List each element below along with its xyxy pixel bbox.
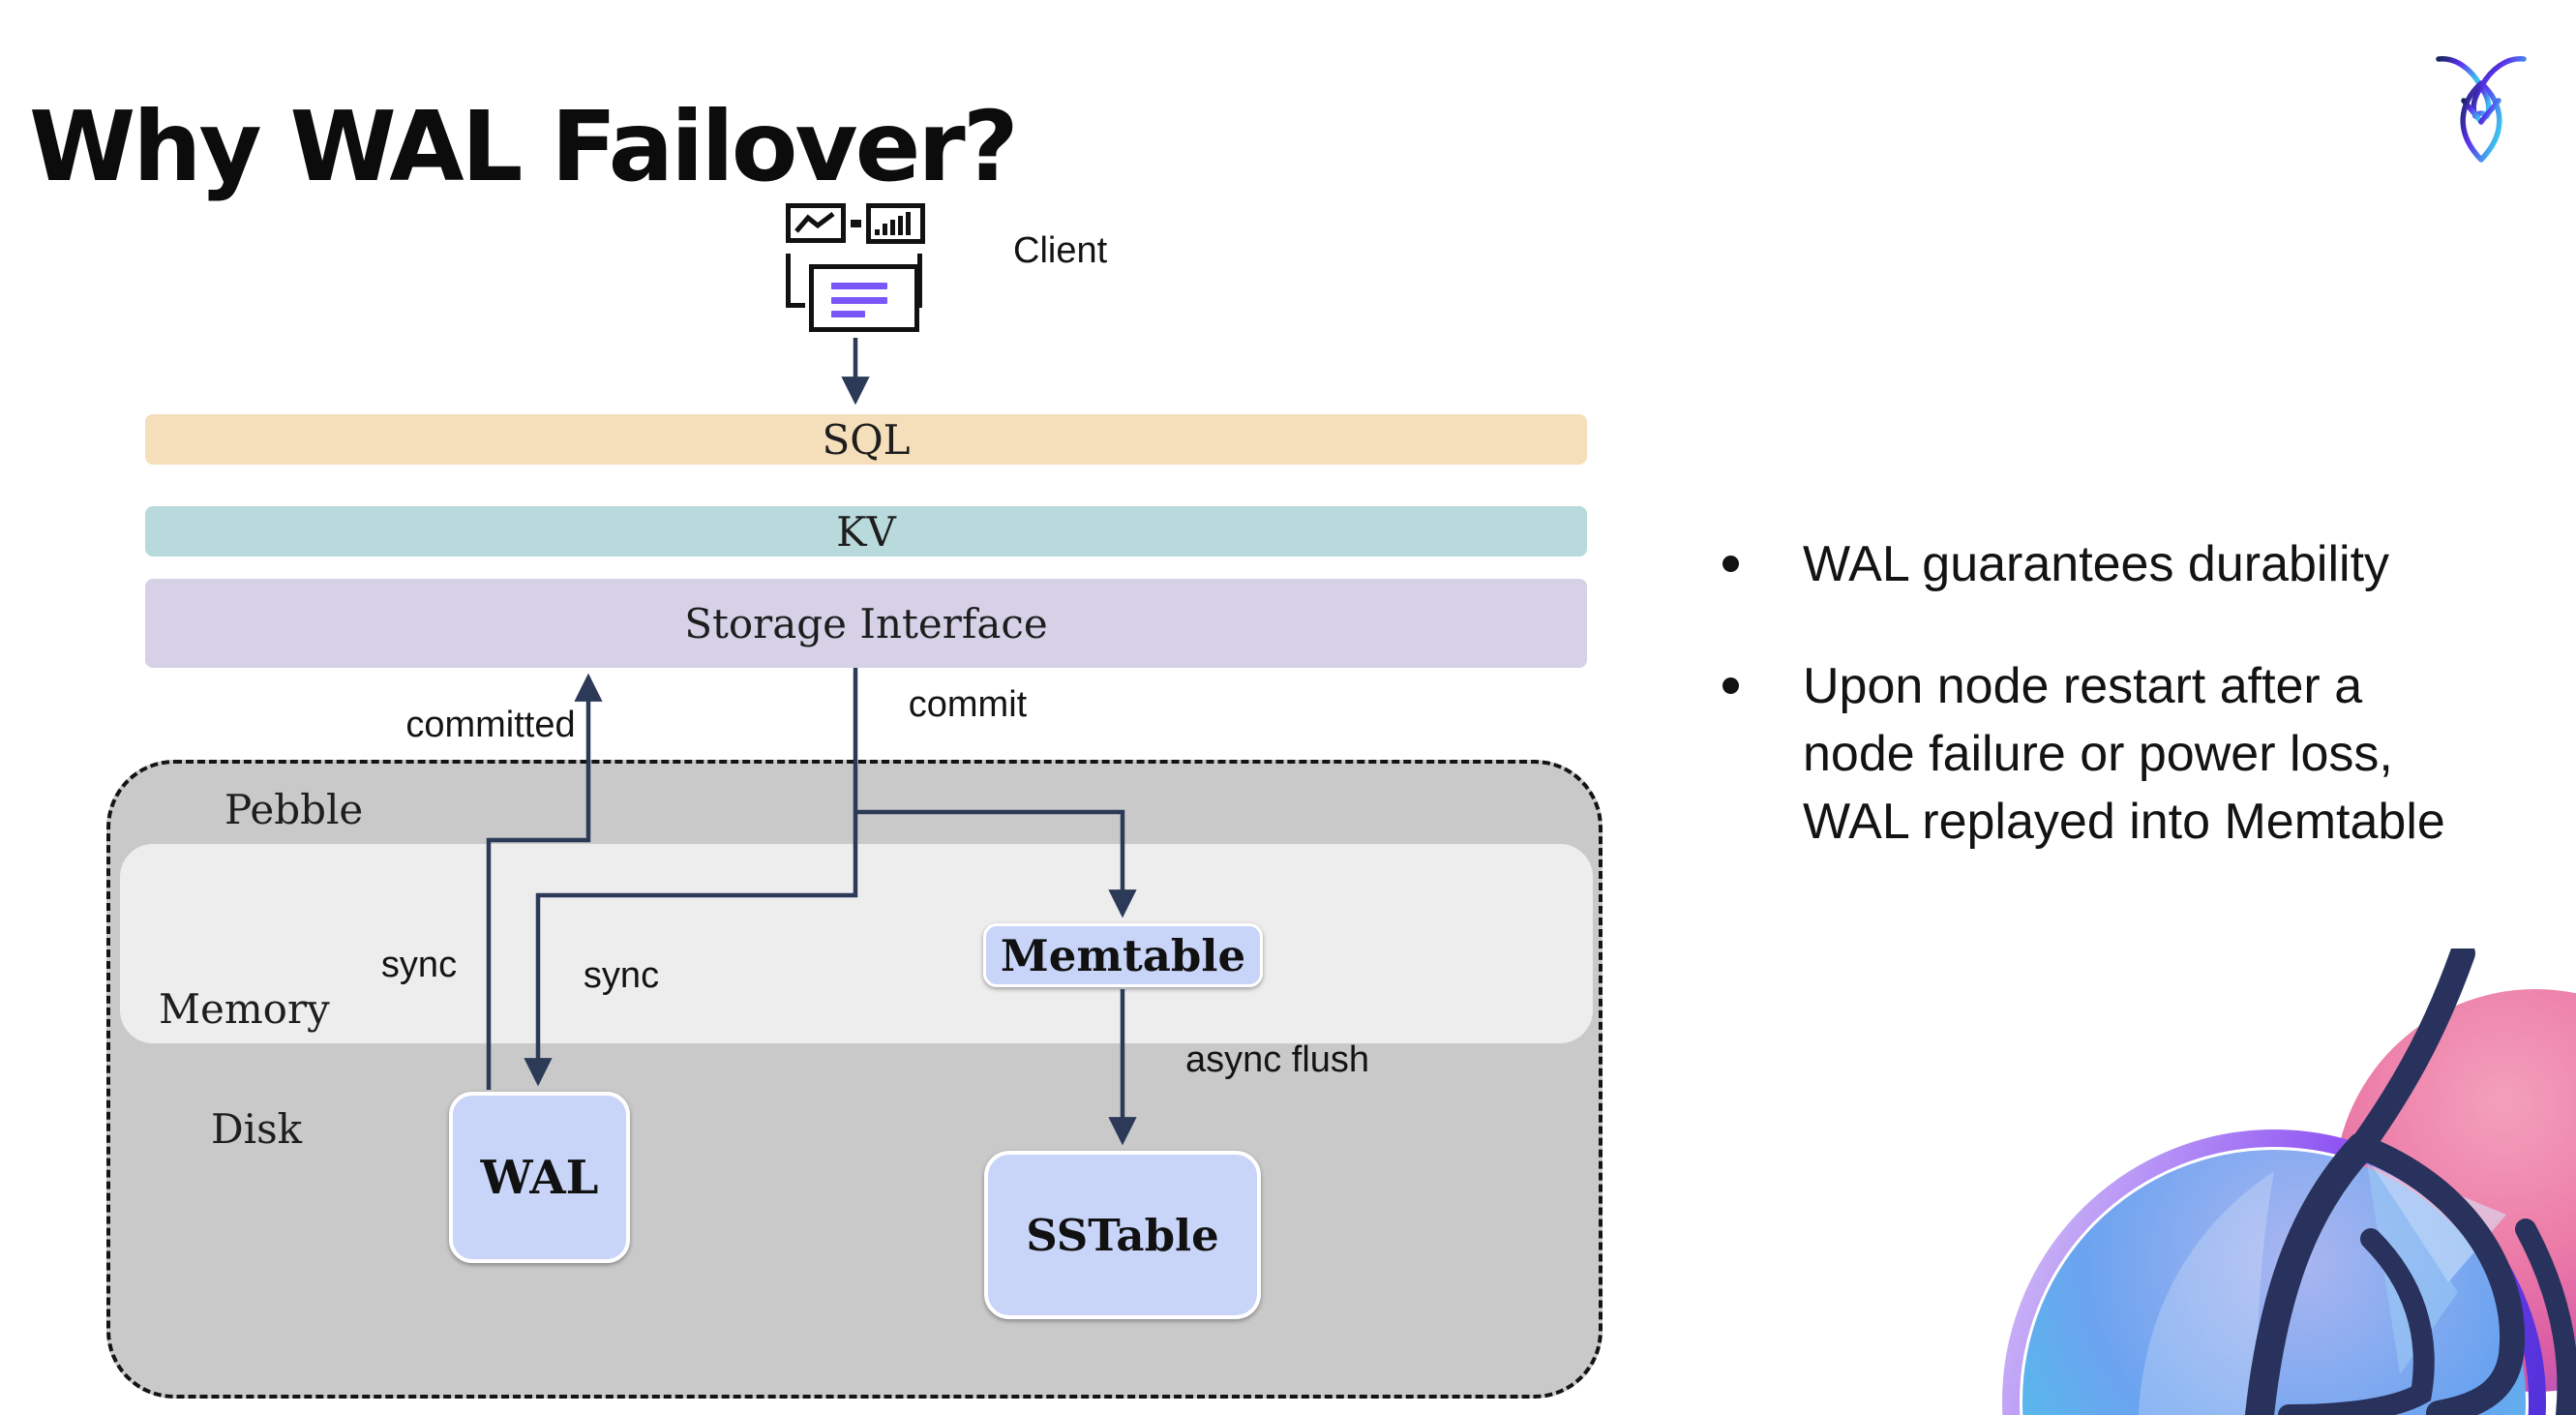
deco-leaf-light [2366,1157,2506,1282]
document-icon [809,264,919,332]
deco-leaf-outline [2278,1228,2435,1415]
brand-artwork [2002,948,2576,1415]
sstable-node: SSTable [984,1151,1261,1319]
client-label: Client [1013,230,1108,271]
sync-left-label: sync [380,945,458,985]
deco-highlight [2139,1171,2274,1415]
layer-storage-interface: Storage Interface [145,579,1587,668]
layer-kv: KV [145,506,1587,557]
bullet-dot-icon [1722,556,1739,572]
async-flush-label: async flush [1184,1039,1370,1080]
bullet-dot-icon [1722,677,1739,694]
deco-stem [2245,1132,2376,1415]
memtable-node: Memtable [983,923,1263,987]
deco-purple-ring [2002,1129,2546,1415]
committed-label: committed [405,705,576,745]
page-title: Why WAL Failover? [29,90,1019,203]
dash-icon [851,220,861,227]
bullet-text: WAL guarantees durability [1803,536,2390,592]
deco-antenna [2349,948,2475,1159]
pebble-label: Pebble [225,786,364,833]
sync-right-label: sync [583,955,660,996]
commit-label: commit [908,684,1028,725]
bullet-list: WAL guarantees durability Upon node rest… [1722,530,2555,856]
list-item: WAL guarantees durability [1722,530,2555,598]
deco-leg [2515,1219,2576,1415]
line-chart-icon [786,203,846,243]
wal-node: WAL [449,1092,630,1263]
deco-leaf-outline [2349,1134,2526,1415]
memory-label: Memory [159,985,330,1033]
disk-label: Disk [211,1105,303,1153]
cockroachdb-logo-icon [2436,56,2527,163]
memory-band [120,844,1593,1043]
bar-chart-icon [866,203,925,244]
left-bracket-icon [786,254,805,308]
list-item: Upon node restart after a node failure o… [1722,652,2555,856]
layer-sql: SQL [145,414,1587,465]
deco-leaf-light [2366,1157,2458,1374]
bullet-text: Upon node restart after a node failure o… [1803,658,2445,850]
